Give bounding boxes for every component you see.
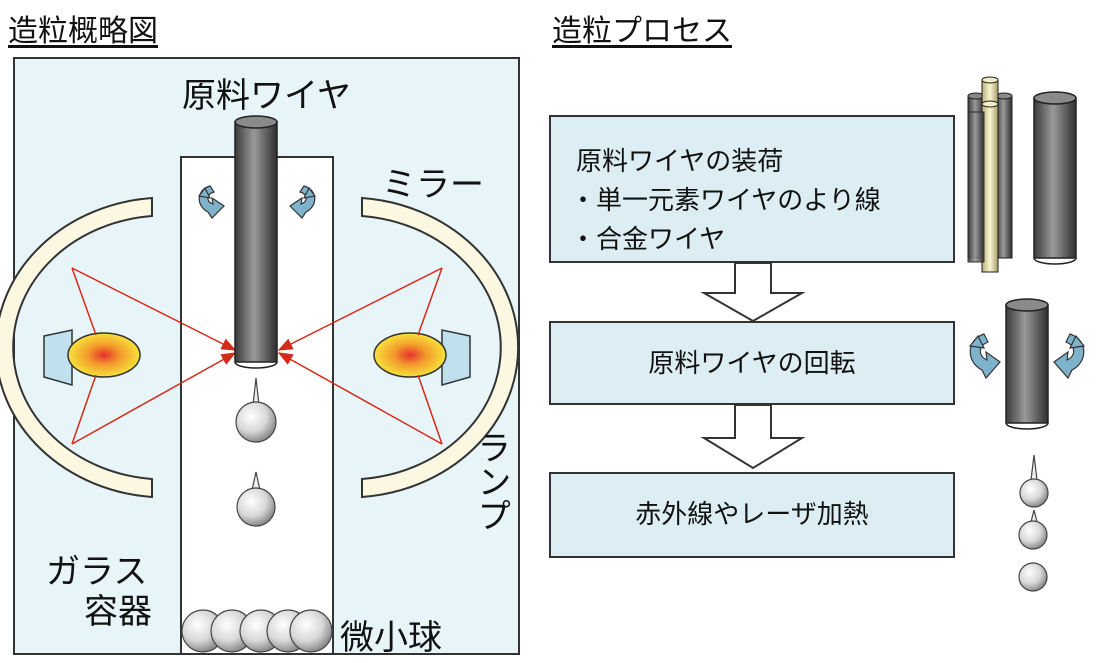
glass-container-label-line2: 容器 bbox=[84, 592, 152, 632]
lamp-label: ランプ bbox=[470, 430, 511, 542]
mirror-label: ミラー bbox=[382, 165, 484, 205]
process-step-1 bbox=[549, 115, 955, 263]
process-step-2 bbox=[549, 321, 955, 405]
lamp-right bbox=[373, 329, 471, 386]
diagram-heading: 造粒概略図 bbox=[8, 14, 158, 49]
microspheres bbox=[181, 609, 333, 653]
rotation-arrow-left bbox=[197, 185, 225, 219]
alloy-wire-icon bbox=[1033, 91, 1077, 265]
rotation-arrow-right bbox=[289, 185, 317, 219]
flow-arrow-1 bbox=[700, 262, 806, 323]
process-step-3 bbox=[549, 472, 955, 558]
rotation-arrow-icon-left bbox=[968, 333, 1001, 380]
heating-beams bbox=[71, 267, 443, 445]
step3-title: 赤外線やレーザ加熱 bbox=[635, 500, 869, 530]
step1-item1: ・単一元素ワイヤのより線 bbox=[570, 186, 881, 216]
mirror-right bbox=[361, 196, 520, 499]
microsphere-label: 微小球 bbox=[340, 618, 442, 658]
process-heading: 造粒プロセス bbox=[552, 14, 732, 49]
step1-item2: ・合金ワイヤ bbox=[570, 225, 726, 255]
step1-title: 原料ワイヤの装荷 bbox=[576, 147, 784, 177]
lamp-label-text: ランプ bbox=[471, 430, 511, 532]
glass-container-label-line1: ガラス bbox=[46, 552, 148, 592]
droplet-sequence-icon bbox=[1018, 454, 1049, 592]
step2-title: 原料ワイヤの回転 bbox=[648, 349, 856, 379]
raw-wire-cylinder bbox=[234, 115, 278, 369]
lamp-left bbox=[43, 329, 141, 386]
rotating-wire-icon bbox=[1005, 298, 1049, 430]
flow-arrow-2 bbox=[700, 404, 806, 470]
rotation-arrow-icon-right bbox=[1053, 333, 1086, 380]
stranded-wire-icon bbox=[967, 76, 1013, 273]
mirror-left bbox=[0, 196, 153, 499]
raw-wire-label: 原料ワイヤ bbox=[182, 76, 351, 116]
droplet-2 bbox=[236, 471, 276, 527]
droplet-1 bbox=[235, 377, 277, 443]
